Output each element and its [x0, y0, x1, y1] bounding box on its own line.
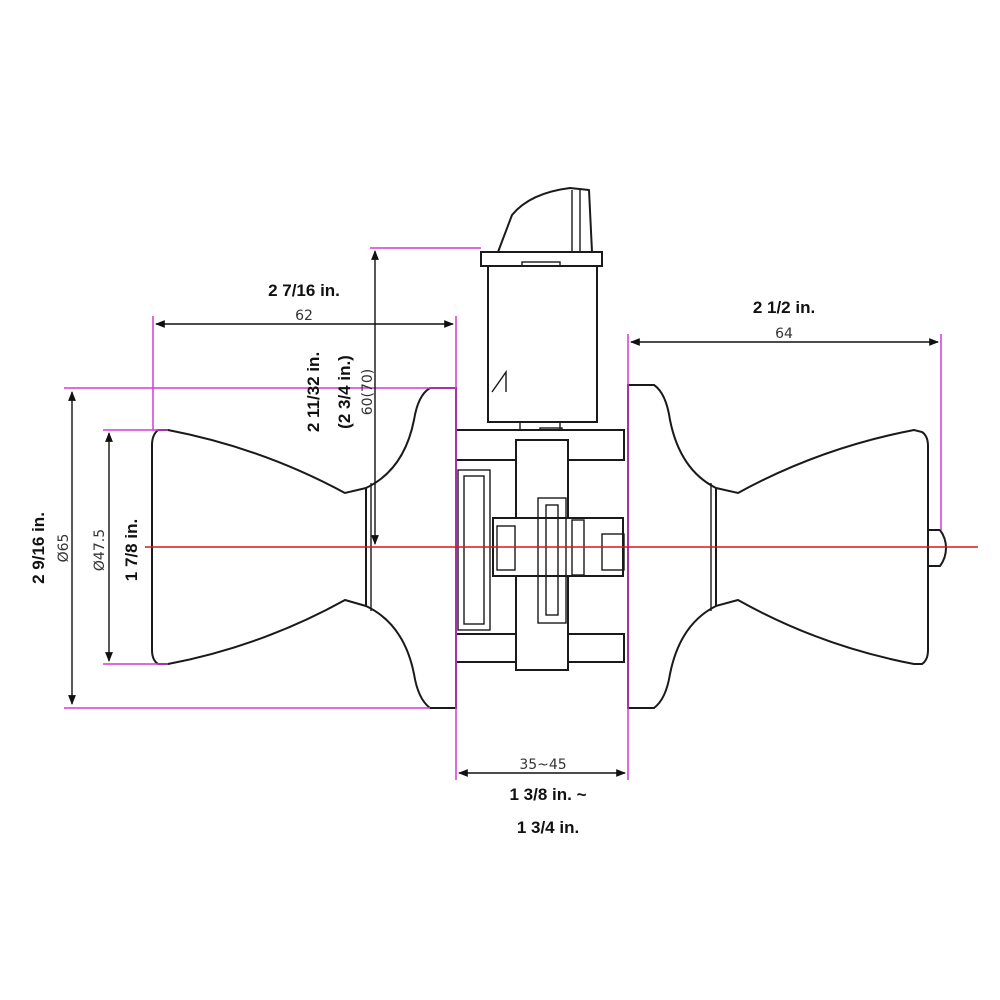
left-rose [365, 387, 457, 709]
dimension-lines [68, 250, 939, 777]
knob-diameter-imperial: 1 7/8 in. [122, 519, 141, 581]
door-thickness-metric: 35~45 [519, 757, 566, 773]
left-knob [151, 387, 457, 709]
push-button [927, 529, 948, 567]
rose-diameter-metric: Ø65 [56, 534, 72, 563]
right-projection-imperial: 2 1/2 in. [753, 298, 815, 317]
left-projection-metric: 62 [295, 308, 313, 324]
latch-assembly [455, 187, 625, 671]
backset-imperial-line2: (2 3/4 in.) [335, 355, 354, 429]
backset-imperial-line1: 2 11/32 in. [304, 352, 323, 432]
door-thickness-imperial-line2: 1 3/4 in. [517, 818, 579, 837]
latch-case [487, 265, 598, 423]
left-projection-imperial: 2 7/16 in. [268, 281, 340, 300]
extension-lines [64, 247, 942, 780]
latch-bolt-head [497, 187, 593, 253]
right-projection-metric: 64 [775, 326, 793, 342]
rose-diameter-imperial: 2 9/16 in. [29, 512, 48, 584]
knob-diameter-metric: Ø47.5 [92, 529, 108, 571]
door-thickness-imperial-line1: 1 3/8 in. ~ [509, 785, 586, 804]
latch-plate [480, 251, 603, 267]
backset-metric: 60(70) [360, 369, 376, 416]
